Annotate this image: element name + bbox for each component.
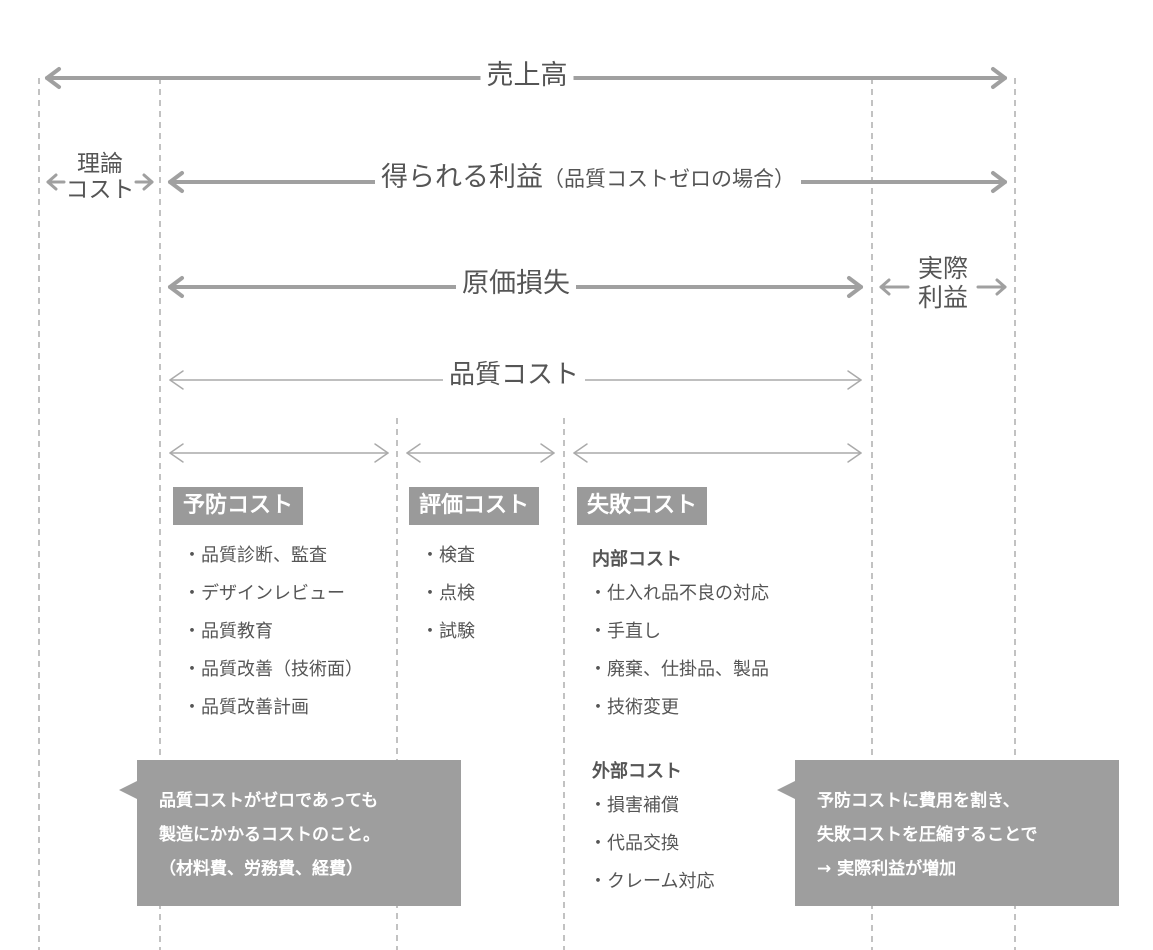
appraisal-cost-list: 検査 点検 試験 (421, 537, 475, 651)
actual-profit-note: 予防コストに費用を割き、 失敗コストを圧縮することで → 実際利益が増加 (795, 760, 1119, 906)
note-line: 製造にかかるコストのこと。 (159, 825, 380, 845)
prevention-cost-list: 品質診断、監査 デザインレビュー 品質教育 品質改善（技術面） 品質改善計画 (183, 537, 363, 727)
sales-arrow-head-right (991, 67, 1007, 89)
list-item: デザインレビュー (183, 575, 363, 613)
note-line: → 実際利益が増加 (817, 859, 957, 879)
list-item: 点検 (421, 575, 475, 613)
appraisal-span-head-left (406, 443, 421, 463)
profit-label-main: 得られる利益 (381, 162, 543, 193)
actual-profit-arrow-head-right (995, 278, 1007, 296)
prevention-span-head-left (169, 443, 184, 463)
external-cost-heading: 外部コスト (592, 761, 682, 782)
theoretical-cost-label-line1: 理論 (77, 151, 123, 177)
actual-profit-arrow-head-left (879, 278, 891, 296)
failure-cost-tag: 失敗コスト (577, 487, 708, 525)
sales-arrow-head-left (45, 67, 61, 89)
actual-profit-label-line2: 利益 (917, 282, 968, 312)
note-line: 予防コストに費用を割き、 (817, 791, 1020, 811)
cost-loss-arrow-head-left (168, 276, 184, 298)
list-item: 廃棄、仕掛品、製品 (589, 651, 769, 689)
list-item: 検査 (421, 537, 475, 575)
internal-cost-heading: 内部コスト (592, 549, 682, 570)
note-line: （材料費、労務費、経費） (159, 859, 363, 879)
prevention-cost-tag: 予防コスト (173, 487, 304, 525)
cost-loss-label: 原価損失 (456, 268, 576, 300)
actual-profit-label: 実際 利益 (903, 254, 983, 313)
actual-profit-label-line1: 実際 (917, 254, 968, 283)
quality-cost-label: 品質コスト (442, 360, 586, 391)
appraisal-cost-tag: 評価コスト (409, 487, 540, 525)
profit-label: 得られる利益（品質コストゼロの場合） (375, 162, 801, 194)
failure-span-head-left (573, 443, 588, 463)
theoretical-cost-arrow-head-right (142, 173, 154, 191)
list-item: 手直し (589, 613, 769, 651)
quality-cost-arrow-head-left (169, 370, 184, 390)
list-item: 品質教育 (183, 613, 363, 651)
profit-label-sub: （品質コストゼロの場合） (543, 167, 795, 191)
list-item: 品質改善（技術面） (183, 651, 363, 689)
list-item: 代品交換 (589, 825, 714, 863)
profit-arrow-head-left (168, 171, 184, 193)
cost-loss-arrow-head-right (847, 276, 863, 298)
theoretical-cost-label: 理論 コスト (60, 151, 140, 204)
appraisal-span-head-right (540, 443, 555, 463)
list-item: 損害補償 (589, 787, 714, 825)
failure-span-head-right (847, 443, 862, 463)
right-note-pointer (777, 781, 795, 799)
theoretical-cost-label-line2: コスト (65, 177, 135, 204)
list-item: 品質改善計画 (183, 689, 363, 727)
quality-cost-arrow-head-right (847, 370, 862, 390)
theoretical-cost-note: 品質コストがゼロであっても 製造にかかるコストのこと。 （材料費、労務費、経費） (137, 760, 461, 906)
note-line: 品質コストがゼロであっても (159, 791, 379, 811)
sales-label: 売上高 (480, 60, 574, 92)
internal-cost-list: 仕入れ品不良の対応 手直し 廃棄、仕掛品、製品 技術変更 (589, 575, 769, 727)
list-item: 品質診断、監査 (183, 537, 363, 575)
left-note-pointer (119, 781, 137, 799)
list-item: 仕入れ品不良の対応 (589, 575, 769, 613)
theoretical-cost-arrow-head-left (46, 173, 58, 191)
list-item: 試験 (421, 613, 475, 651)
prevention-span-head-right (374, 443, 389, 463)
list-item: クレーム対応 (589, 863, 714, 901)
list-item: 技術変更 (589, 689, 769, 727)
profit-arrow-head-right (991, 171, 1007, 193)
note-line: 失敗コストを圧縮することで (817, 825, 1038, 845)
external-cost-list: 損害補償 代品交換 クレーム対応 (589, 787, 714, 901)
